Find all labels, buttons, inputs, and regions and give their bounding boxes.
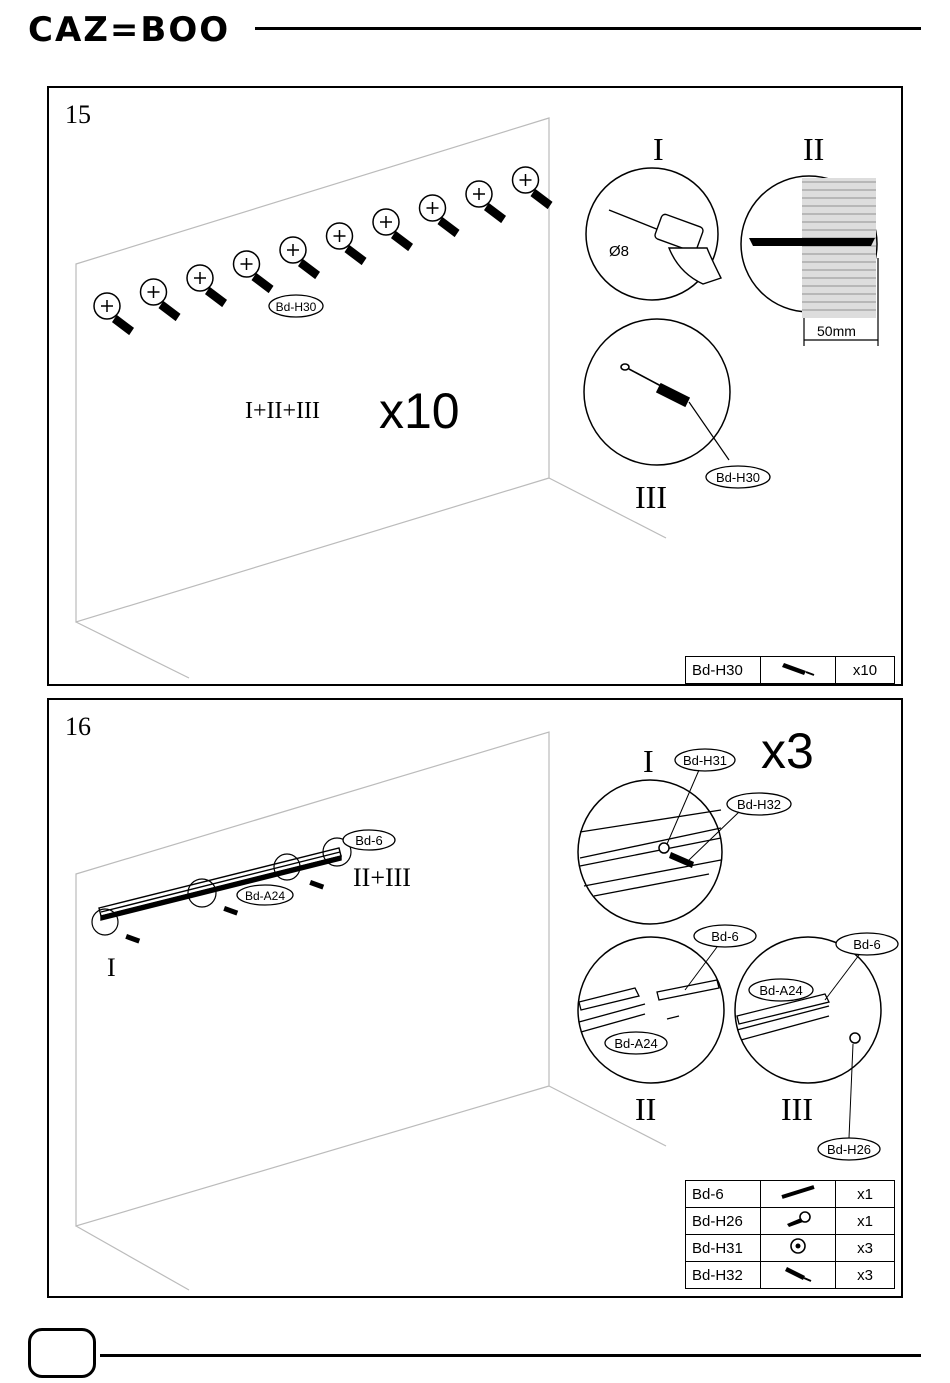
detail-II-numeral: II <box>635 1091 656 1127</box>
header-rule <box>255 27 921 30</box>
roman-I-label: I <box>107 953 116 982</box>
detail-II-bd6: Bd-6 <box>711 929 738 944</box>
wall-plug-icon <box>439 218 459 236</box>
detail-II-numeral: II <box>803 131 824 167</box>
multiplier: x3 <box>761 723 814 779</box>
wall-plug-icon <box>761 657 836 684</box>
detail-III-circle <box>735 937 881 1083</box>
part-code: Bd-H31 <box>686 1235 761 1262</box>
h32-label: Bd-H32 <box>737 797 781 812</box>
step-16-panel: 16 Bd-6 Bd-A24 II+III I I <box>47 698 903 1298</box>
part-qty: x3 <box>836 1235 895 1262</box>
wall-plug-icon <box>761 1262 836 1289</box>
step-15-illustration: Bd-H30 I+II+III x10 I Ø8 II 50mm <box>49 88 905 688</box>
drill-size: Ø8 <box>609 243 629 260</box>
washer-icon <box>761 1235 836 1262</box>
part-code: Bd-H32 <box>686 1262 761 1289</box>
detail-III-bd6: Bd-6 <box>853 937 880 952</box>
part-code: Bd-H26 <box>686 1208 761 1235</box>
detail-III-label: Bd-H30 <box>716 470 760 485</box>
part-qty: x3 <box>836 1262 895 1289</box>
wall-plug-icon <box>253 274 273 292</box>
detail-III-numeral: III <box>635 479 667 515</box>
wall-plug-icon <box>160 302 180 320</box>
rail-icon <box>761 1181 836 1208</box>
part-code: Bd-6 <box>686 1181 761 1208</box>
parts-row: Bd-H30 x10 <box>686 657 895 684</box>
parts-row: Bd-6 x1 <box>686 1181 895 1208</box>
parts-table: Bd-6 x1 Bd-H26 x1 Bd-H31 x3 Bd-H32 x3 <box>685 1180 895 1289</box>
screw-icon <box>761 1208 836 1235</box>
parts-table: Bd-H30 x10 <box>685 656 895 684</box>
wall-plug-icon <box>392 232 412 250</box>
detail-III-numeral: III <box>781 1091 813 1127</box>
a24-label: Bd-A24 <box>245 889 285 903</box>
detail-I-numeral: I <box>653 131 664 167</box>
bd6-label: Bd-6 <box>355 833 382 848</box>
wall-plug-icon <box>299 260 319 278</box>
wall-plug-icon <box>485 204 505 222</box>
step-15-panel: 15 Bd-H30 I+II+III x10 I Ø8 II <box>47 86 903 686</box>
wall-plug-icon <box>346 246 366 264</box>
footer-rule <box>100 1354 921 1357</box>
part-qty: x1 <box>836 1181 895 1208</box>
part-qty: x1 <box>836 1208 895 1235</box>
parts-row: Bd-H32 x3 <box>686 1262 895 1289</box>
h31-label: Bd-H31 <box>683 753 727 768</box>
combo-label: I+II+III <box>245 398 320 424</box>
parts-row: Bd-H31 x3 <box>686 1235 895 1262</box>
page-number-box <box>28 1328 96 1378</box>
wall-plug-icon <box>206 288 226 306</box>
combo-label: II+III <box>353 863 411 892</box>
detail-III-a24: Bd-A24 <box>759 983 802 998</box>
detail-I-numeral: I <box>643 743 654 779</box>
detail-II-a24: Bd-A24 <box>614 1036 657 1051</box>
part-qty: x10 <box>836 657 895 684</box>
detail-III-h26: Bd-H26 <box>827 1142 871 1157</box>
detail-II-circle <box>578 937 724 1083</box>
multiplier: x10 <box>379 383 460 439</box>
brand-logo: CAZ=BOO <box>28 10 230 50</box>
drill-depth: 50mm <box>817 323 856 339</box>
callout-label: Bd-H30 <box>276 300 317 314</box>
rail-icon <box>99 848 341 920</box>
parts-row: Bd-H26 x1 <box>686 1208 895 1235</box>
wall-plug-icon <box>113 316 133 334</box>
part-code: Bd-H30 <box>686 657 761 684</box>
